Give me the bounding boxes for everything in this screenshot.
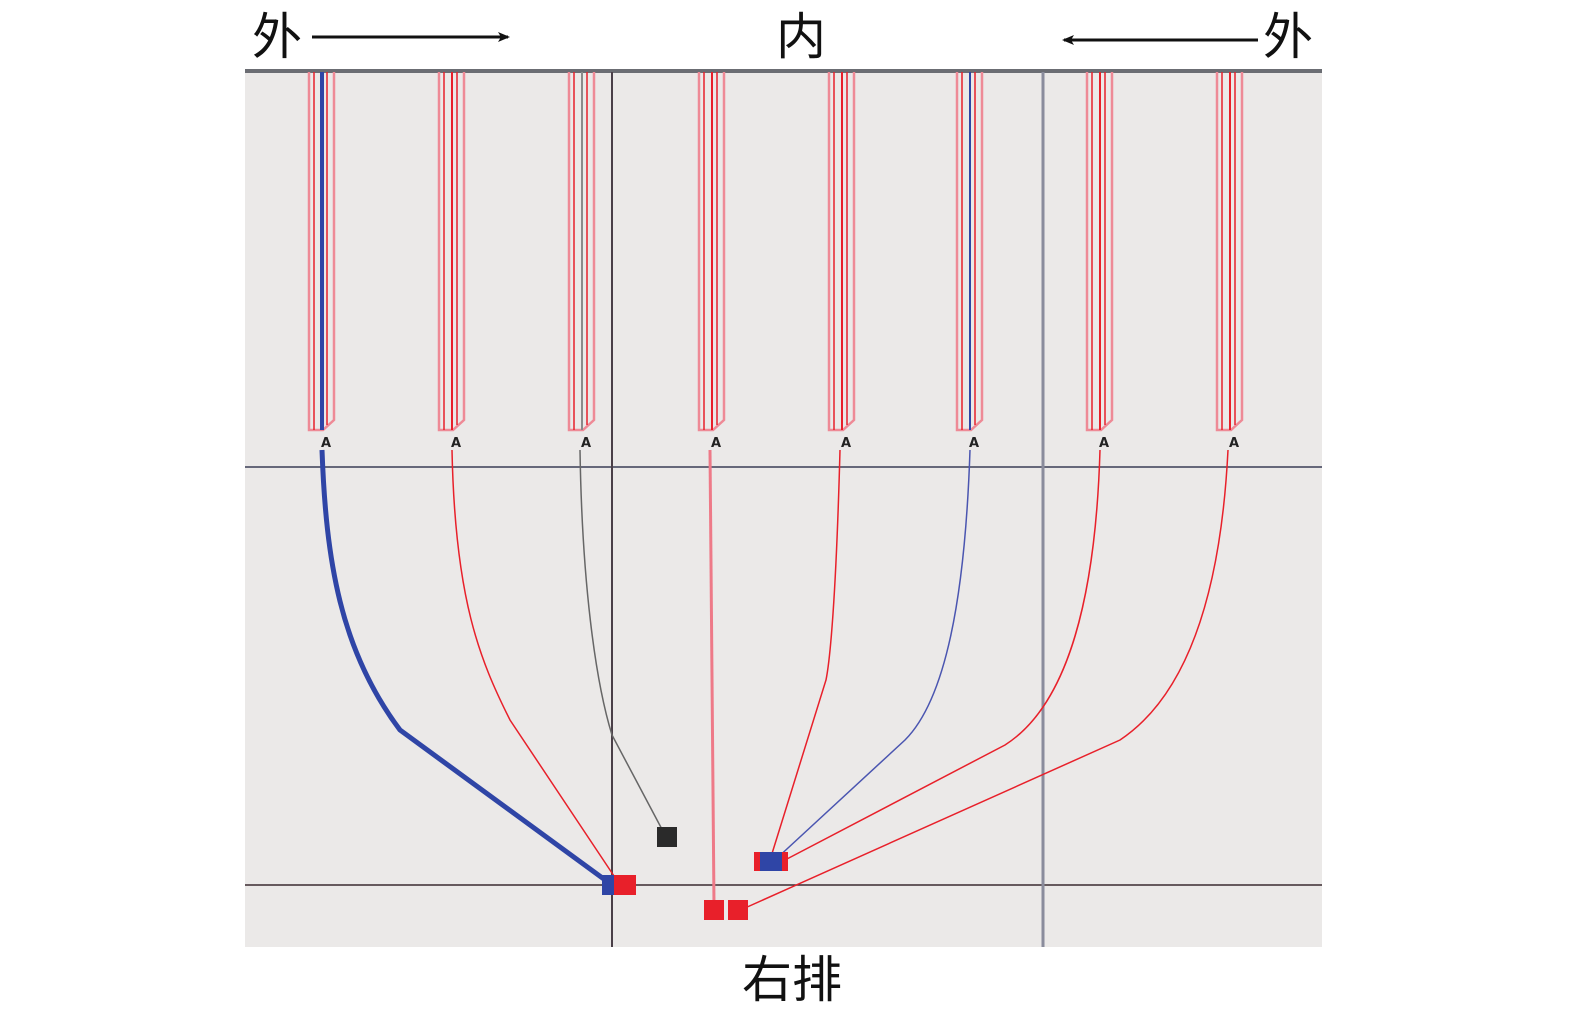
endpoint-red-2 (704, 900, 724, 920)
tine-2: A (437, 72, 466, 451)
tine-6: A (955, 72, 984, 451)
tine-marker: A (581, 436, 591, 451)
endpoint-blue-1 (602, 875, 616, 895)
tine-4: A (697, 72, 726, 451)
tine-marker: A (451, 436, 461, 451)
tine-1: A (307, 72, 336, 451)
tine-trajectory-3 (579, 449, 666, 836)
panel-background (245, 70, 1322, 947)
tine-marker: A (969, 436, 979, 451)
tine-trajectory-4 (708, 449, 716, 906)
tine-trajectory-8 (744, 449, 1229, 909)
outer-label-right: 外 (1263, 8, 1313, 66)
tine-marker: A (711, 436, 721, 451)
tine-trajectory-6 (774, 449, 971, 861)
tine-trajectory-5 (769, 449, 841, 861)
endpoint-black (657, 827, 677, 847)
tine-marker: A (321, 436, 331, 451)
tine-trajectory-1 (319, 449, 614, 888)
tine-marker: A (1099, 436, 1109, 451)
caption-right-row: 右排 (742, 951, 842, 1009)
inner-label: 内 (776, 8, 826, 66)
outer-label-left: 外 (252, 8, 302, 66)
tine-5: A (827, 72, 856, 451)
tine-trajectory-2 (451, 449, 621, 886)
tine-marker: A (1229, 436, 1239, 451)
tine-7: A (1085, 72, 1114, 451)
endpoint-blue-2 (760, 852, 782, 871)
tine-8: A (1215, 72, 1244, 451)
tine-marker: A (841, 436, 851, 451)
tine-trajectory-7 (784, 449, 1101, 861)
endpoint-red-3 (728, 900, 748, 920)
endpoint-red-1 (614, 875, 636, 895)
tine-3: A (567, 72, 596, 451)
